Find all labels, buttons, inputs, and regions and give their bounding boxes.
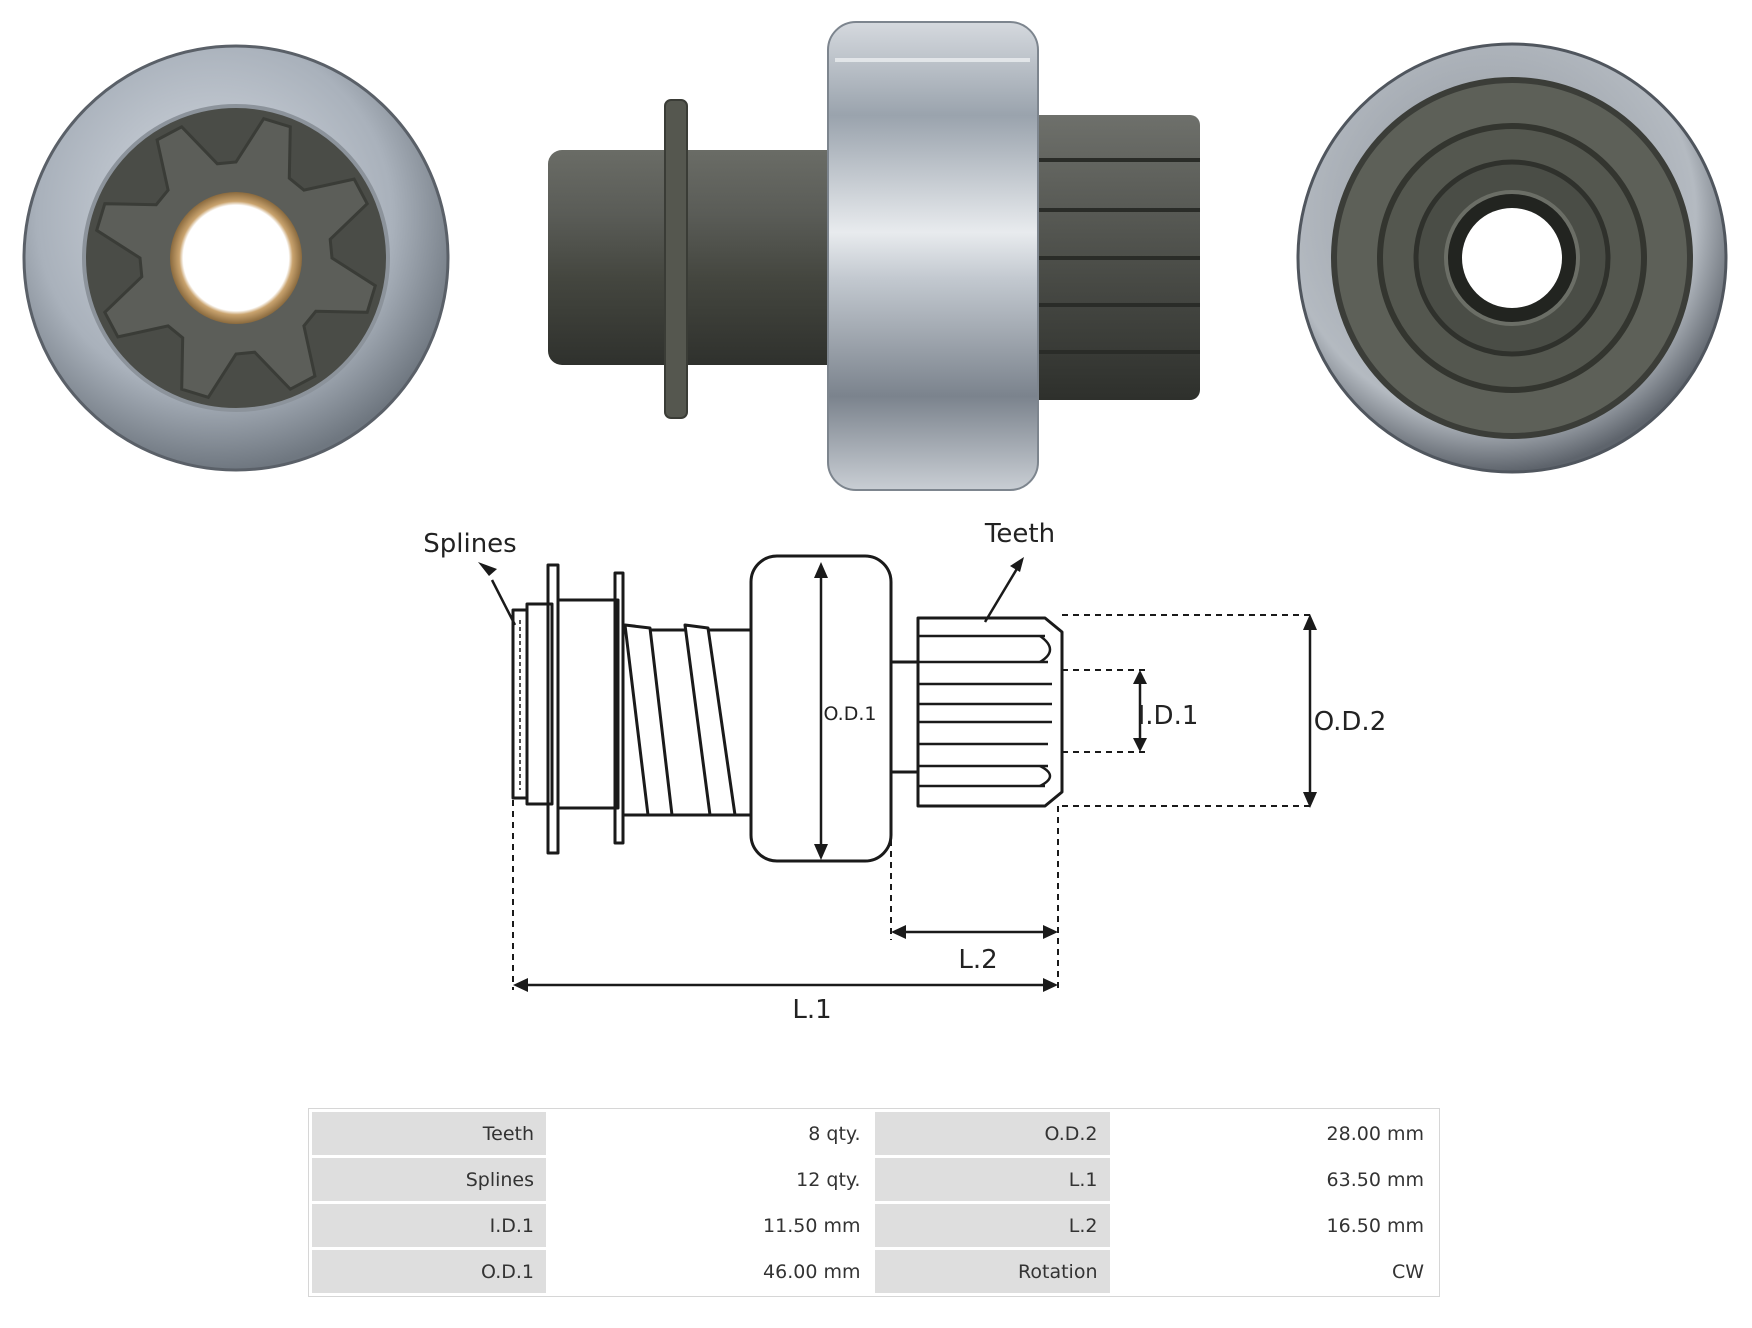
spec-label: Teeth: [312, 1112, 547, 1155]
dimension-diagram: Splines Teeth O.D.1 O.D.2 I.D.1 L.1 L.2: [423, 519, 1387, 1025]
spec-table: Teeth 8 qty. O.D.2 28.00 mm Splines 12 q…: [308, 1108, 1440, 1297]
spec-label: Splines: [312, 1158, 547, 1201]
spec-label: I.D.1: [312, 1204, 547, 1247]
spec-value: 11.50 mm: [549, 1204, 873, 1247]
label-teeth: Teeth: [984, 519, 1055, 549]
photo-side-view: [548, 21, 1200, 491]
table-row: Splines 12 qty. L.1 63.50 mm: [312, 1158, 1436, 1201]
table-row: I.D.1 11.50 mm L.2 16.50 mm: [312, 1204, 1436, 1247]
pinion: [916, 616, 1064, 808]
label-od2: O.D.2: [1314, 707, 1387, 737]
table-row: Teeth 8 qty. O.D.2 28.00 mm: [312, 1112, 1436, 1155]
spec-value: 46.00 mm: [549, 1250, 873, 1293]
spec-label: O.D.2: [875, 1112, 1110, 1155]
spec-label: O.D.1: [312, 1250, 547, 1293]
label-l2: L.2: [958, 945, 997, 975]
product-photos: [22, 21, 1728, 491]
spec-label: L.2: [875, 1204, 1110, 1247]
spec-label: L.1: [875, 1158, 1110, 1201]
photo-rear-view: [1296, 42, 1728, 474]
label-l1: L.1: [792, 995, 831, 1025]
label-splines: Splines: [423, 529, 516, 559]
label-od1: O.D.1: [824, 703, 877, 725]
photo-front-view: [22, 44, 450, 472]
spec-value: CW: [1112, 1250, 1436, 1293]
spec-value: 16.50 mm: [1112, 1204, 1436, 1247]
table-row: O.D.1 46.00 mm Rotation CW: [312, 1250, 1436, 1293]
spec-value: 8 qty.: [549, 1112, 873, 1155]
label-id1: I.D.1: [1138, 701, 1199, 731]
spec-value: 28.00 mm: [1112, 1112, 1436, 1155]
spec-label: Rotation: [875, 1250, 1110, 1293]
spec-value: 63.50 mm: [1112, 1158, 1436, 1201]
spec-value: 12 qty.: [549, 1158, 873, 1201]
